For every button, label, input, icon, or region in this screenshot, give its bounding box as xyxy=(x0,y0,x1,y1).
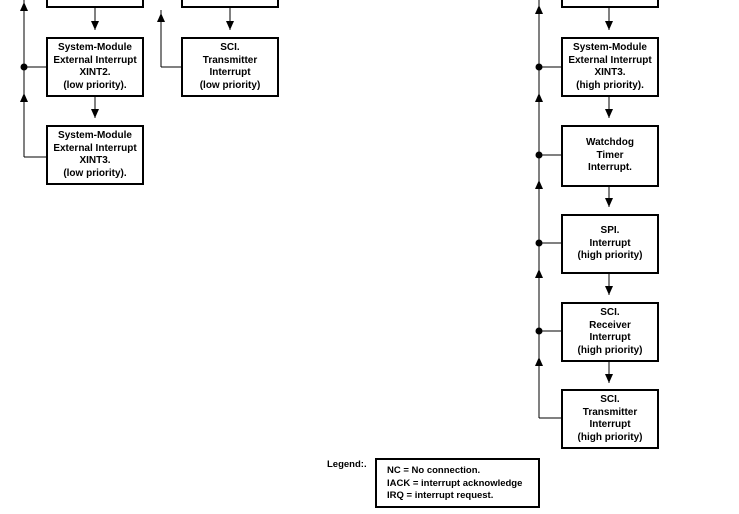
box-line: XINT3. xyxy=(594,67,626,78)
watchdog-timer-interrupt-box: Watchdog Timer Interrupt. xyxy=(561,125,659,187)
box-line: Timer xyxy=(596,149,624,161)
sci-transmitter-high-priority-box: SCI. Transmitter Interrupt (high priorit… xyxy=(561,389,659,449)
box-line: Interrupt xyxy=(589,332,631,343)
arrowhead xyxy=(605,198,613,207)
box-line: SCI. xyxy=(600,394,620,405)
junction-dot xyxy=(20,63,28,71)
arrowhead xyxy=(535,357,543,366)
arrowhead xyxy=(157,13,165,22)
arrowhead xyxy=(605,109,613,118)
arrowhead xyxy=(91,21,99,30)
box-line: (high priority) xyxy=(577,431,643,443)
sci-receiver-high-priority-box: SCI. Receiver Interrupt (high priority) xyxy=(561,302,659,362)
right-top-box-partial xyxy=(561,0,659,8)
arrowhead xyxy=(20,93,28,102)
legend-item: NC = No connection. xyxy=(387,465,481,476)
arrowhead xyxy=(535,180,543,189)
box-line: Transmitter xyxy=(582,406,638,418)
junction-dot xyxy=(535,63,543,71)
junction-dot xyxy=(535,327,543,335)
box-line: System-Module xyxy=(58,42,132,53)
arrowhead xyxy=(605,21,613,30)
legend-item: IACK = interrupt acknowledge xyxy=(387,477,523,489)
arrowhead xyxy=(535,5,543,14)
box-line: XINT2. xyxy=(79,67,111,78)
box-line: External Interrupt xyxy=(53,54,137,66)
box-line: XINT3. xyxy=(79,155,111,166)
middle-top-box-partial xyxy=(181,0,279,8)
box-line: (high priority) xyxy=(577,250,643,262)
box-line: External Interrupt xyxy=(53,142,137,154)
box-line: SCI. xyxy=(220,42,240,53)
xint2-low-priority-box: System-Module External Interrupt XINT2. … xyxy=(46,37,144,97)
box-line: Interrupt. xyxy=(588,162,632,174)
junction-dot xyxy=(535,239,543,247)
arrowhead xyxy=(226,21,234,30)
arrowhead xyxy=(91,109,99,118)
box-line: (low priority) xyxy=(199,79,261,91)
box-line: (low priority). xyxy=(63,79,127,91)
arrowhead xyxy=(535,93,543,102)
legend-label: Legend:. xyxy=(327,459,367,470)
spi-high-priority-box: SPI. Interrupt (high priority) xyxy=(561,214,659,274)
box-line: Watchdog xyxy=(586,137,634,149)
box-line: (high priority) xyxy=(577,344,643,356)
box-line: System-Module xyxy=(573,42,647,53)
box-line: Interrupt xyxy=(209,67,251,78)
box-line: System-Module xyxy=(58,130,132,141)
xint3-high-priority-box: System-Module External Interrupt XINT3. … xyxy=(561,37,659,97)
junction-dot xyxy=(535,151,543,159)
sci-transmitter-low-priority-box: SCI. Transmitter Interrupt (low priority… xyxy=(181,37,279,97)
box-line: Interrupt xyxy=(589,237,631,249)
legend-item: IRQ = interrupt request. xyxy=(387,490,494,501)
xint3-low-priority-box: System-Module External Interrupt XINT3. … xyxy=(46,125,144,185)
box-line: Transmitter xyxy=(202,54,258,66)
box-line: Interrupt xyxy=(589,419,631,430)
box-line: SPI. xyxy=(600,225,620,237)
arrowhead xyxy=(605,374,613,383)
arrowhead xyxy=(20,2,28,11)
arrowhead xyxy=(535,269,543,278)
box-line: Receiver xyxy=(589,319,631,331)
box-line: (high priority). xyxy=(576,79,644,91)
box-line: (low priority). xyxy=(63,167,127,179)
box-line: External Interrupt xyxy=(568,54,652,66)
legend-box: NC = No connection. IACK = interrupt ack… xyxy=(375,458,540,508)
left-top-box-partial xyxy=(46,0,144,8)
arrowhead xyxy=(605,286,613,295)
box-line: SCI. xyxy=(600,307,620,318)
